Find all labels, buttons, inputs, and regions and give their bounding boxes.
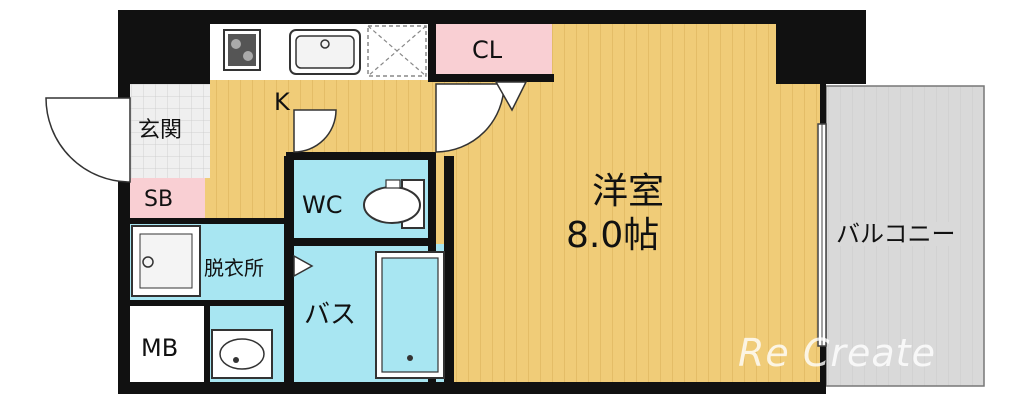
toilet-door [293, 109, 337, 153]
balcony-label: バルコニー [836, 220, 956, 248]
watermark: Re Create [738, 331, 936, 375]
western-room-size: 8.0帖 [566, 215, 660, 256]
stove [223, 29, 261, 71]
washroom-label: 脱衣所 [204, 256, 264, 280]
kitchen-label: K [274, 88, 290, 116]
closet-label: CL [472, 36, 503, 64]
washer-pan [131, 225, 201, 297]
shoe-box [130, 178, 205, 220]
toilet-label: WC [302, 191, 343, 219]
shoe-box-label: SB [144, 187, 174, 212]
western-room-label: 洋室 [592, 171, 665, 212]
closet [436, 22, 552, 78]
bath-label: バス [304, 300, 357, 330]
entrance-door [45, 97, 131, 183]
meter-box [130, 306, 206, 382]
room-lower-floor [430, 80, 820, 382]
sink [289, 29, 361, 75]
corridor-floor [205, 178, 287, 220]
wash-basin [211, 329, 273, 379]
toilet-fixture [363, 179, 425, 229]
closet-door [494, 81, 528, 112]
meter-box-label: MB [141, 334, 179, 362]
washroom-door [293, 254, 314, 278]
fridge-space [367, 25, 427, 77]
entrance-label: 玄関 [138, 118, 183, 143]
bathtub [375, 251, 445, 379]
entrance-floor [130, 84, 210, 178]
walls [118, 10, 866, 394]
